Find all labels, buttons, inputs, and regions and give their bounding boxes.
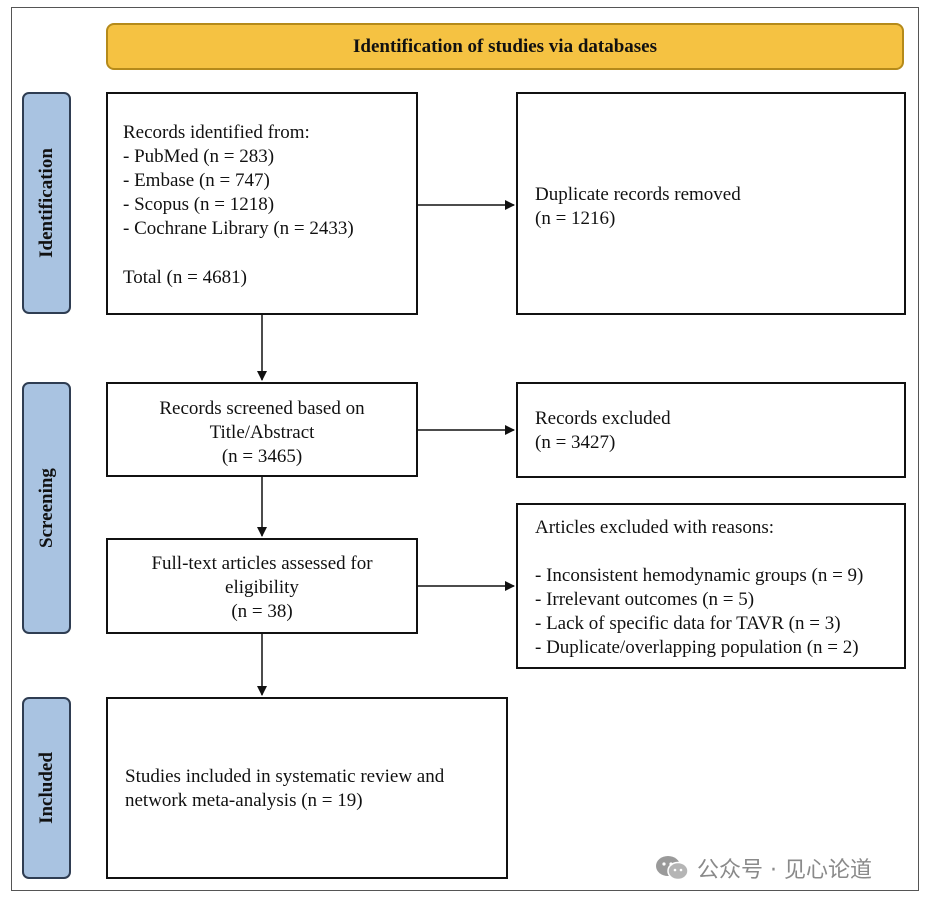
studies-included-line1: Studies included in systematic review an…	[125, 766, 445, 787]
records-identified-heading: Records identified from:	[123, 122, 310, 143]
source-pubmed: - PubMed (n = 283)	[123, 146, 275, 167]
reason-hemodynamic: - Inconsistent hemodynamic groups (n = 9…	[535, 565, 864, 586]
studies-included-line2: network meta-analysis (n = 19)	[125, 790, 363, 811]
header-banner: Identification of studies via databases	[106, 23, 904, 70]
studies-included-box: Studies included in systematic review an…	[106, 697, 508, 879]
figure-frame	[11, 7, 919, 891]
source-embase: - Embase (n = 747)	[123, 170, 270, 191]
records-screened-line2: Title/Abstract	[209, 422, 315, 443]
records-identified-box: Records identified from: - PubMed (n = 2…	[106, 92, 418, 315]
reason-lack-data: - Lack of specific data for TAVR (n = 3)	[535, 613, 841, 634]
records-excluded-count: (n = 3427)	[535, 432, 616, 453]
source-cochrane: - Cochrane Library (n = 2433)	[123, 218, 354, 239]
fulltext-assessed-line1: Full-text articles assessed for	[151, 553, 373, 574]
duplicates-removed-label: Duplicate records removed	[535, 184, 741, 205]
duplicates-removed-count: (n = 1216)	[535, 208, 616, 229]
fulltext-assessed-line2: eligibility	[225, 577, 299, 598]
side-label-screening: Screening	[22, 382, 71, 634]
records-excluded-box: Records excluded (n = 3427)	[516, 382, 906, 478]
fulltext-assessed-box: Full-text articles assessed for eligibil…	[106, 538, 418, 634]
wechat-icon	[656, 856, 689, 881]
records-screened-line1: Records screened based on	[159, 398, 365, 419]
records-screened-count: (n = 3465)	[221, 446, 303, 467]
reason-duplicate: - Duplicate/overlapping population (n = …	[535, 637, 859, 658]
side-label-included: Included	[22, 697, 71, 879]
watermark: 公众号 · 见心论道	[655, 850, 872, 886]
exclusion-reasons-box: Articles excluded with reasons: - Incons…	[516, 503, 906, 669]
side-label-identification: Identification	[22, 92, 71, 314]
records-total: Total (n = 4681)	[123, 267, 247, 288]
records-screened-box: Records screened based on Title/Abstract…	[106, 382, 418, 477]
duplicates-removed-box: Duplicate records removed (n = 1216)	[516, 92, 906, 315]
exclusion-reasons-heading: Articles excluded with reasons:	[535, 517, 775, 538]
source-scopus: - Scopus (n = 1218)	[123, 194, 275, 215]
reason-irrelevant: - Irrelevant outcomes (n = 5)	[535, 589, 755, 610]
watermark-text: 公众号 · 见心论道	[697, 858, 872, 883]
records-excluded-label: Records excluded	[535, 408, 671, 429]
fulltext-assessed-count: (n = 38)	[231, 601, 293, 622]
header-title: Identification of studies via databases	[352, 35, 658, 57]
